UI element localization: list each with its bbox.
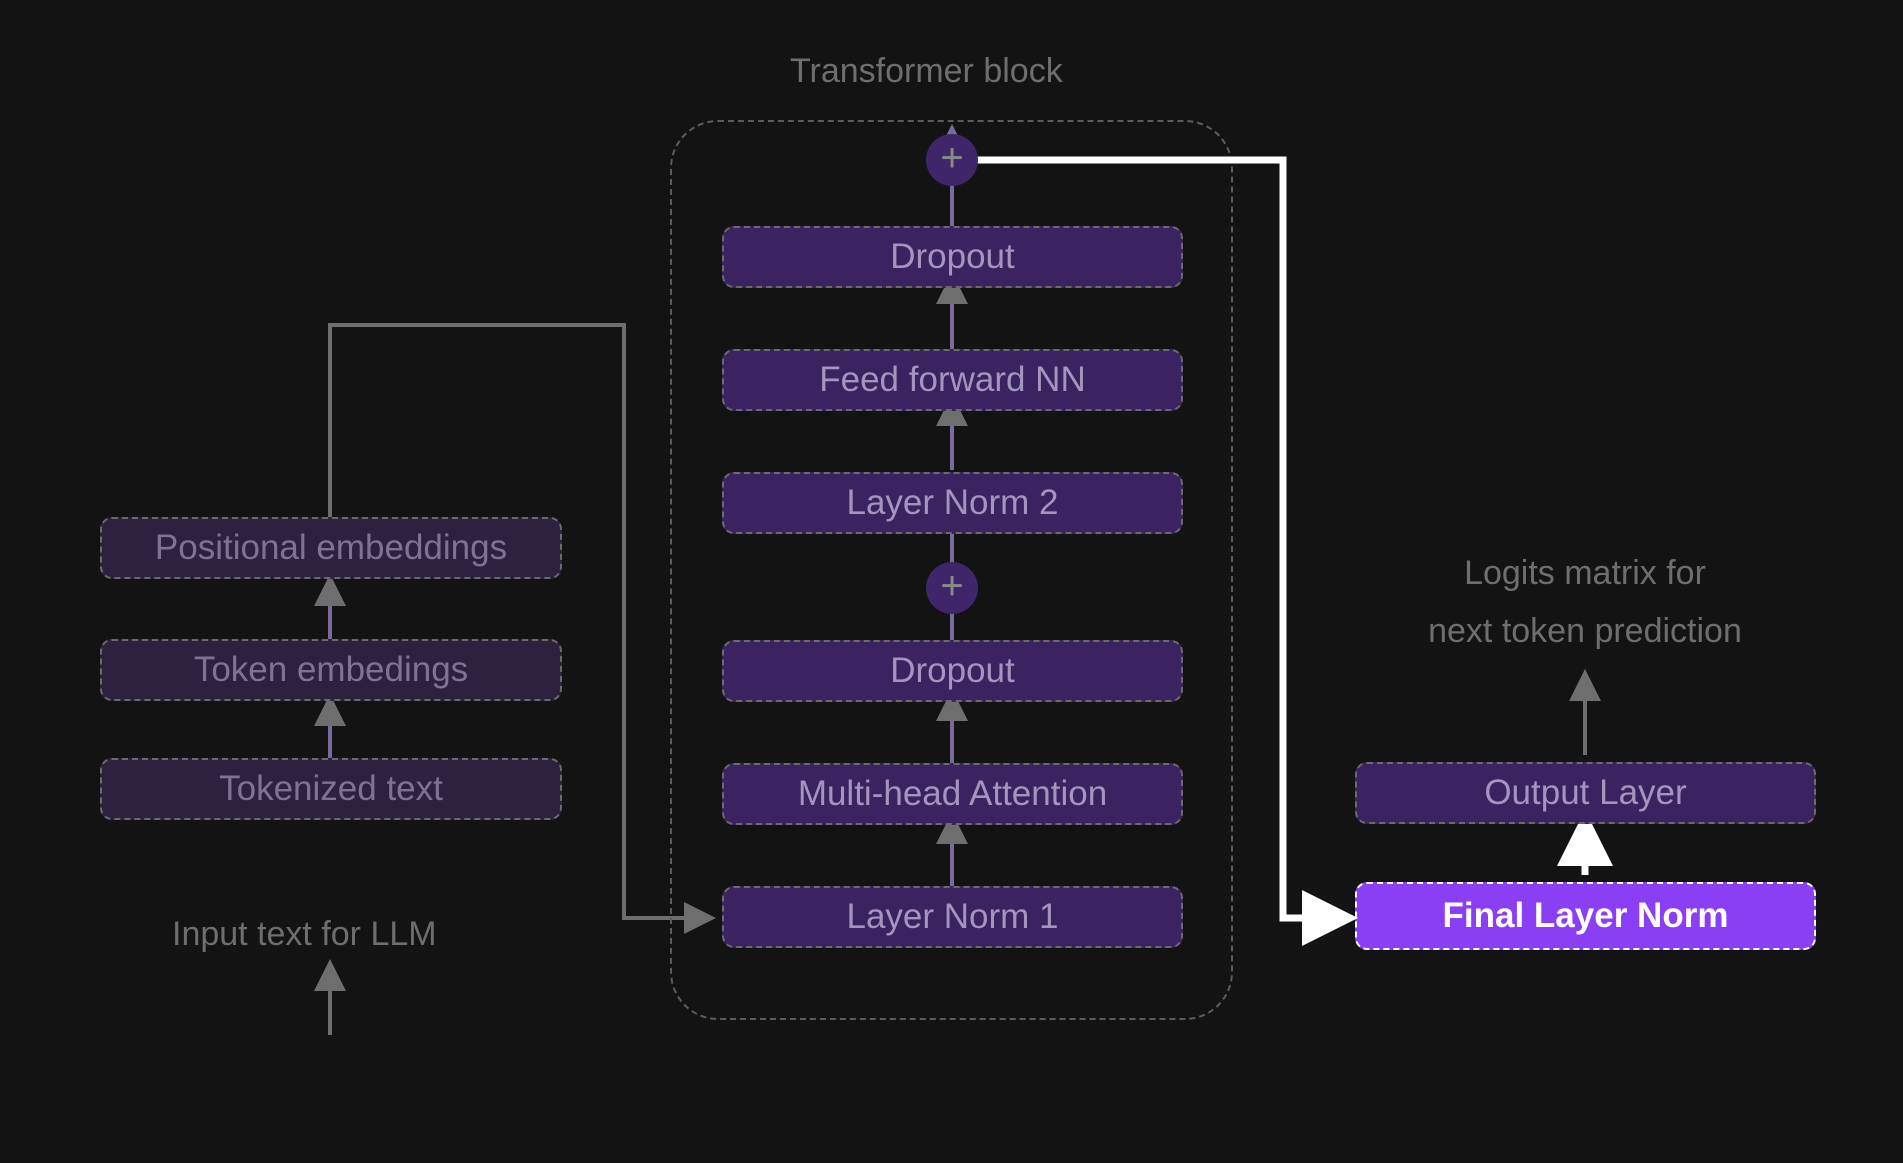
box-final-layer-norm[interactable]: Final Layer Norm [1355,882,1816,950]
box-output-layer-label: Output Layer [1484,772,1687,812]
box-final-layer-norm-label: Final Layer Norm [1442,895,1729,935]
box-tokenized-text-label: Tokenized text [219,768,443,808]
box-dropout-2[interactable]: Dropout [722,226,1183,288]
box-multi-head-attention[interactable]: Multi-head Attention [722,763,1183,825]
connector-embeddings-to-transformer [328,323,716,934]
residual-add-top[interactable]: + [926,134,978,186]
box-feed-forward-nn[interactable]: Feed forward NN [722,349,1183,411]
plus-icon: + [940,136,964,180]
residual-add-mid[interactable]: + [926,562,978,614]
box-layer-norm-2[interactable]: Layer Norm 2 [722,472,1183,534]
box-token-embedings[interactable]: Token embedings [100,639,562,701]
logits-caption-line1: Logits matrix for [1464,554,1706,592]
box-tokenized-text[interactable]: Tokenized text [100,758,562,820]
box-output-layer[interactable]: Output Layer [1355,762,1816,824]
box-multi-head-attention-label: Multi-head Attention [797,773,1108,813]
box-layer-norm-1-label: Layer Norm 1 [846,896,1059,936]
box-dropout-1-label: Dropout [890,650,1015,690]
box-layer-norm-2-label: Layer Norm 2 [846,482,1059,522]
transformer-block-title: Transformer block [790,52,1063,90]
box-token-embedings-label: Token embedings [193,649,469,689]
box-positional-embeddings[interactable]: Positional embeddings [100,517,562,579]
logits-caption-line2: next token prediction [1428,612,1742,650]
plus-icon: + [940,564,964,608]
box-dropout-2-label: Dropout [890,236,1015,276]
box-layer-norm-1[interactable]: Layer Norm 1 [722,886,1183,948]
box-dropout-1[interactable]: Dropout [722,640,1183,702]
input-text-caption: Input text for LLM [172,915,437,953]
box-positional-embeddings-label: Positional embeddings [154,527,508,567]
box-feed-forward-nn-label: Feed forward NN [819,359,1086,399]
